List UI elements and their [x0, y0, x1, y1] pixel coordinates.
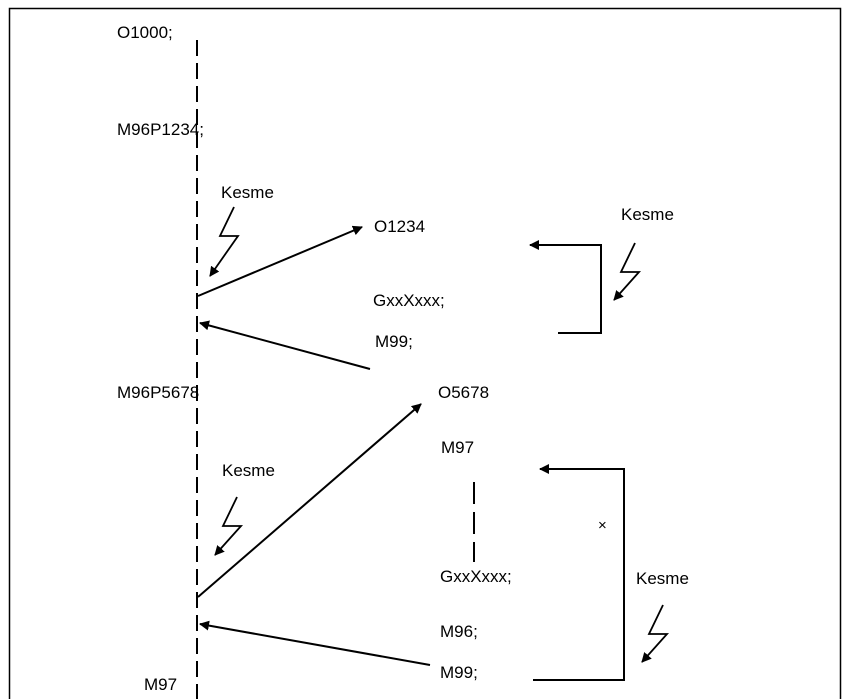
interrupt-label: Kesme	[222, 461, 275, 480]
blocked-mark: ×	[598, 517, 607, 534]
sub-5678-line-4: M99;	[440, 663, 478, 682]
main-end-code: M97	[144, 675, 178, 694]
return-arrow-o1234	[199, 320, 371, 370]
lightning-bolt-icon	[209, 206, 240, 277]
sub-5678-name: O5678	[438, 383, 490, 402]
interrupt-label: Kesme	[221, 183, 274, 202]
sub-5678-line-3: M96;	[440, 622, 478, 641]
sub-5678-line-1: M97	[441, 438, 475, 457]
main-call-1: M96P1234;	[117, 120, 204, 139]
main-call-2: M96P5678	[117, 383, 200, 402]
lightning-bolt-icon	[613, 242, 642, 301]
sub-1234-line-2: M99;	[375, 332, 413, 351]
lightning-bolt-icon	[214, 496, 244, 556]
sub-1234-name: O1234	[374, 217, 426, 236]
sub-5678-line-2: GxxXxxx;	[440, 567, 512, 586]
interrupt-bracket-o5678	[533, 464, 625, 681]
interrupt-bracket-o1234	[529, 240, 602, 334]
diagram-frame	[8, 7, 842, 699]
sub-1234-line-1: GxxXxxx;	[373, 291, 445, 310]
return-arrow-o5678	[199, 620, 431, 666]
lightning-bolt-icon	[641, 604, 670, 663]
interrupt-label: Kesme	[621, 205, 674, 224]
call-arrow-o5678	[197, 403, 422, 598]
main-program-start: O1000;	[117, 23, 173, 42]
call-arrow-o1234	[197, 225, 363, 297]
interrupt-label: Kesme	[636, 569, 689, 588]
